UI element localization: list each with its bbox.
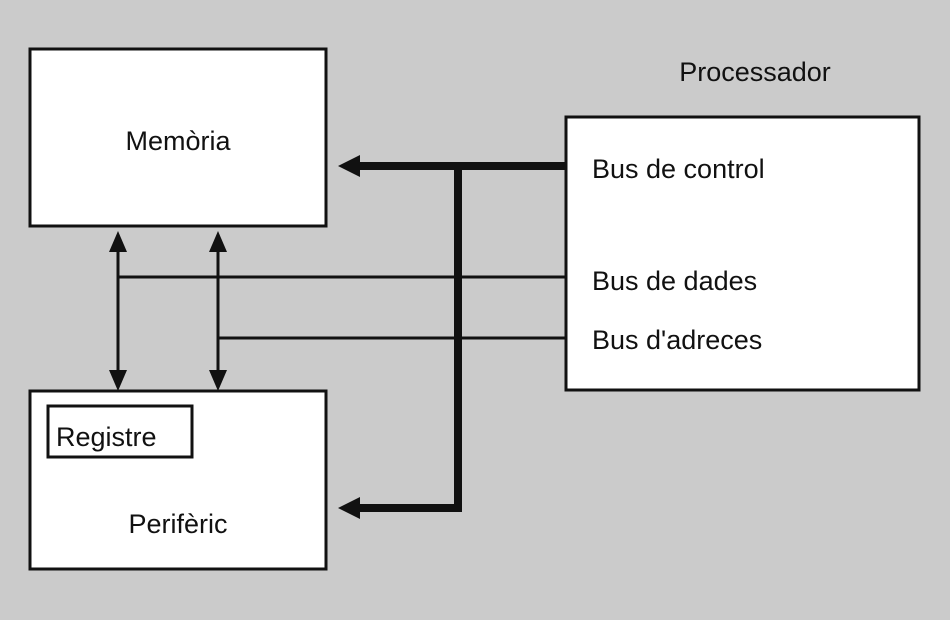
data-bus-arrowhead-down bbox=[109, 370, 127, 391]
control-bus-arrowhead-peripheral bbox=[338, 497, 360, 519]
processor-bus-data-label: Bus de dades bbox=[592, 266, 757, 296]
data-bus-vertical-arrow bbox=[109, 231, 127, 391]
memory-block-label: Memòria bbox=[125, 126, 231, 156]
register-box-rect[interactable] bbox=[46, 404, 194, 459]
processor-block-rect[interactable] bbox=[564, 115, 921, 392]
memory-block[interactable]: Memòria bbox=[28, 47, 328, 228]
processor-title-label: Processador bbox=[679, 57, 831, 87]
data-bus-arrowhead-up bbox=[109, 231, 127, 252]
peripheral-block[interactable]: Registre Perifèric bbox=[28, 389, 328, 571]
memory-block-rect[interactable] bbox=[28, 47, 328, 228]
processor-bus-control-label: Bus de control bbox=[592, 154, 765, 184]
control-bus-group bbox=[338, 155, 566, 519]
address-bus-arrowhead-down bbox=[209, 370, 227, 391]
address-bus-arrowhead-up bbox=[209, 231, 227, 252]
register-box-label: Registre bbox=[56, 422, 157, 452]
control-bus-arrowhead-memory bbox=[338, 155, 360, 177]
peripheral-block-label: Perifèric bbox=[128, 509, 227, 539]
address-bus-vertical-arrow bbox=[209, 231, 227, 391]
processor-block[interactable]: Processador Bus de control Bus de dades … bbox=[564, 57, 921, 392]
processor-bus-address-label: Bus d'adreces bbox=[592, 325, 762, 355]
